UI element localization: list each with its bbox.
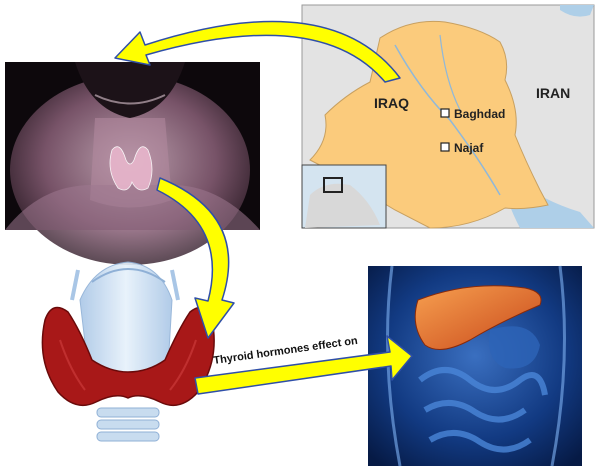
neck-thyroid-image — [5, 62, 260, 265]
najaf-label: Najaf — [454, 141, 484, 155]
baghdad-marker — [440, 108, 450, 118]
arrow-map-to-neck — [114, 20, 401, 83]
baghdad-label: Baghdad — [454, 107, 505, 121]
najaf-marker — [440, 142, 450, 152]
thyroid-gland-image — [41, 261, 215, 442]
iran-label: IRAN — [536, 85, 570, 101]
locator-inset — [301, 164, 387, 229]
iraq-label: IRAQ — [374, 95, 409, 111]
arrow-neck-to-thyroid — [156, 177, 235, 339]
